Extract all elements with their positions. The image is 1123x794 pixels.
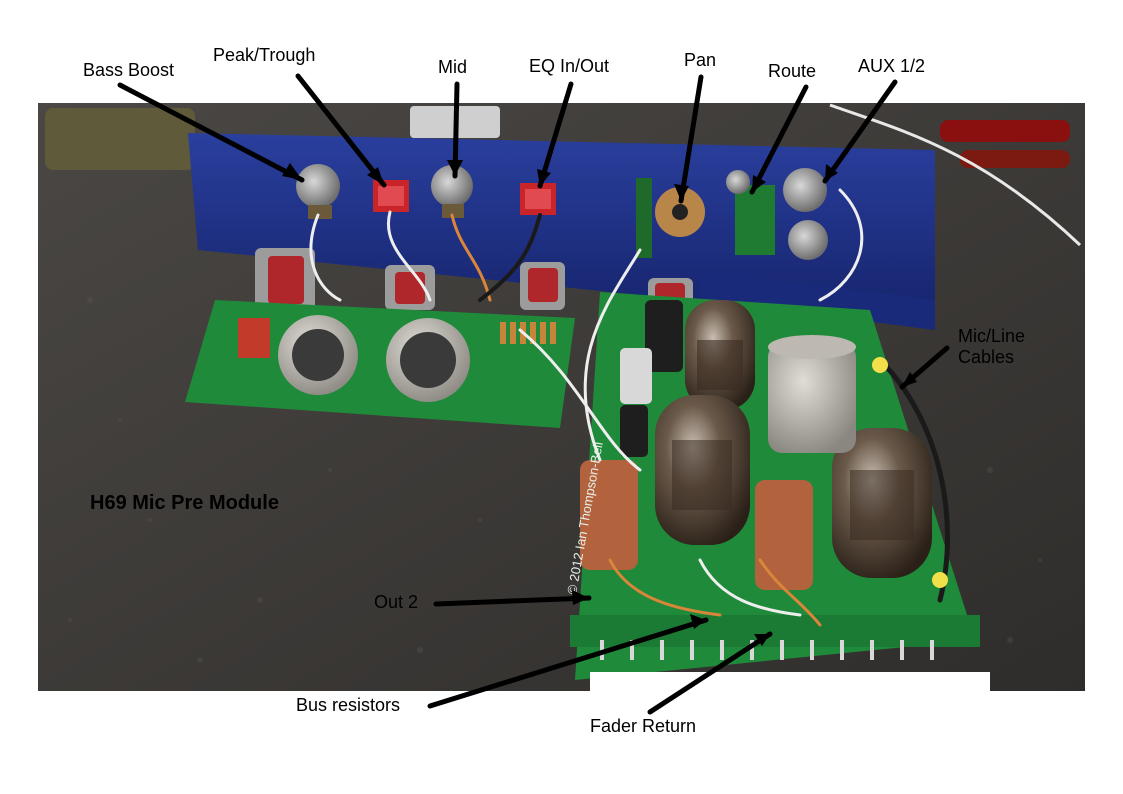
electrolytic-capacitor <box>620 405 648 457</box>
transformer-can <box>768 335 856 453</box>
arrow-route <box>749 84 809 195</box>
arrow-eq-in-out <box>537 81 574 189</box>
relay-can-inner <box>292 329 344 381</box>
label-peak-trough: Peak/Trough <box>213 45 316 65</box>
label-route: Route <box>768 61 817 81</box>
xlr-connector <box>385 265 435 310</box>
arrowheads <box>282 160 917 646</box>
label-mid: Mid <box>438 57 468 77</box>
arrow-bus-resistors <box>427 617 709 709</box>
electrolytic-capacitor <box>620 348 652 404</box>
pan-pot <box>636 178 705 258</box>
electrolytic-capacitor <box>645 300 683 372</box>
mid-pot <box>431 165 473 218</box>
panel-right-lower <box>700 270 935 330</box>
screwdriver-handle <box>960 150 1070 168</box>
aux-pot <box>783 168 828 260</box>
label-module-name: H69 Mic Pre Module <box>90 492 279 514</box>
bass-boost-pot <box>296 164 340 219</box>
label-fader-return: Fader Return <box>590 716 697 736</box>
screwdriver-handle <box>940 120 1070 142</box>
vacuum-tube <box>832 428 932 578</box>
relay-can-inner <box>400 332 456 388</box>
photo-blank-strip <box>590 672 990 691</box>
label-aux: AUX 1/2 <box>858 56 926 76</box>
arrow-peak-trough <box>295 73 387 188</box>
arrow-pan <box>678 74 704 204</box>
label-mic-line-cables: Mic/Line Cables <box>958 326 1026 367</box>
peak-trough-switch <box>373 180 409 212</box>
vacuum-tube <box>655 395 750 545</box>
wiring <box>309 188 950 627</box>
film-capacitor <box>755 480 813 590</box>
film-capacitor <box>580 460 638 570</box>
label-eq-in-out: EQ In/Out <box>529 56 610 76</box>
xlr-connector <box>255 248 315 313</box>
vacuum-tube <box>685 300 755 410</box>
annotation-arrows <box>117 73 950 715</box>
arrow-aux <box>822 79 898 184</box>
arrow-out2 <box>433 595 592 607</box>
arrow-bass-boost <box>117 82 305 183</box>
label-pan: Pan <box>684 50 717 70</box>
xlr-connector <box>520 262 565 310</box>
route-switch <box>726 170 775 255</box>
eq-in-out-switch <box>520 183 556 215</box>
background-object <box>45 108 195 170</box>
label-bass-boost: Bass Boost <box>83 60 175 80</box>
red-component <box>238 318 270 358</box>
yellow-cable-tie <box>872 357 948 588</box>
arrow-fader-return <box>647 631 773 715</box>
eq-pcb <box>185 300 575 428</box>
label-bus-resistors: Bus resistors <box>296 695 401 715</box>
label-out2: Out 2 <box>374 592 419 612</box>
background-wire <box>829 103 1082 247</box>
bench-speckle <box>68 297 1042 663</box>
